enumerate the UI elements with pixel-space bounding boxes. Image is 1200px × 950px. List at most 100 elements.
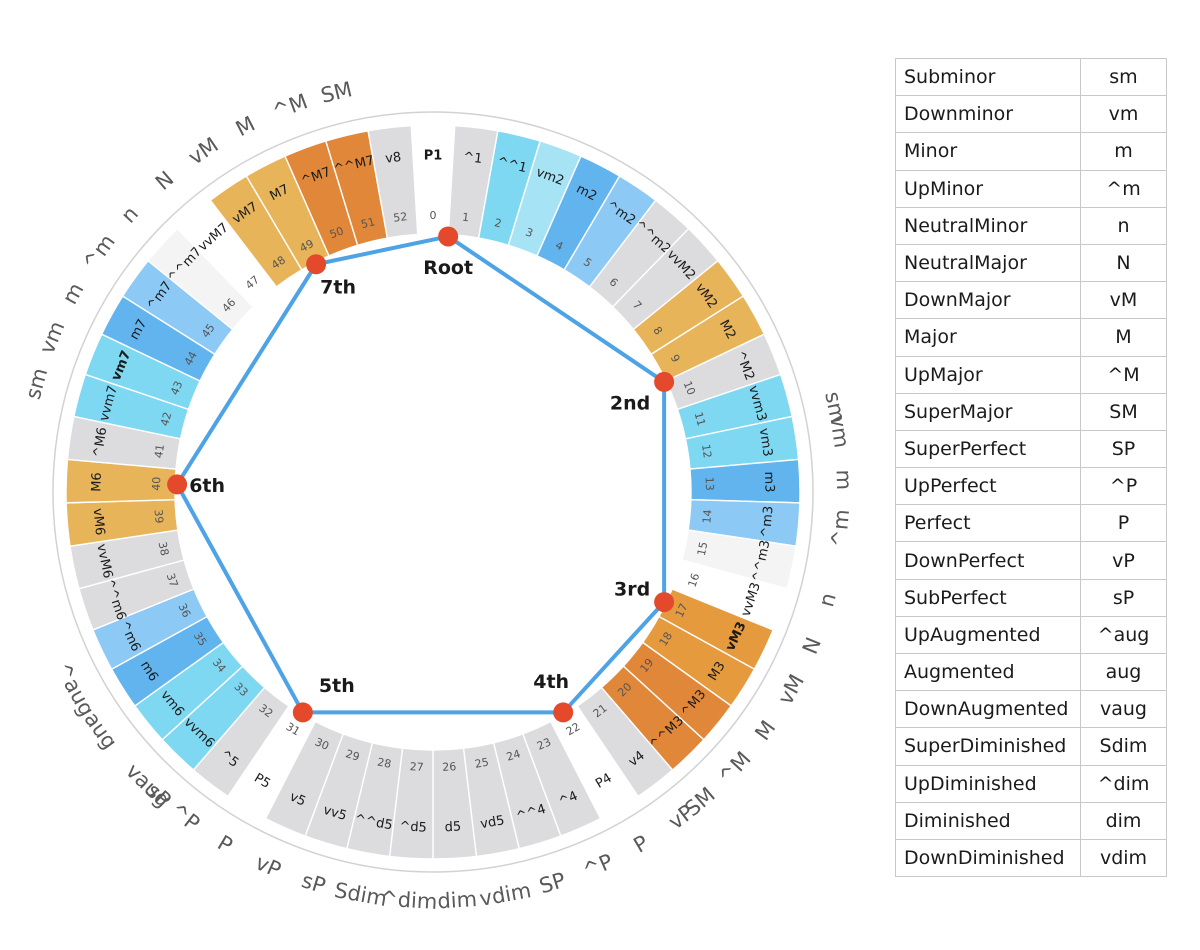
segment-number: 14 bbox=[700, 509, 714, 524]
legend-name: Augmented bbox=[895, 652, 1081, 692]
legend-name: SuperMajor bbox=[895, 392, 1081, 431]
segment-number: 16 bbox=[686, 572, 703, 589]
segment-number: 43 bbox=[168, 379, 185, 397]
segment-label: m3 bbox=[761, 471, 777, 492]
legend-abbr: P bbox=[1080, 504, 1167, 543]
legend-row: UpPerfect^P bbox=[895, 467, 1167, 506]
segment-label: ^d5 bbox=[399, 819, 427, 836]
outer-category-label: Sdim bbox=[332, 878, 388, 911]
outer-category-label: ^m bbox=[78, 230, 120, 275]
segment-number: 40 bbox=[150, 477, 163, 491]
segment-label: P4 bbox=[593, 771, 615, 792]
legend-name: SuperPerfect bbox=[895, 429, 1081, 469]
legend-name: UpAugmented bbox=[895, 615, 1081, 655]
legend-abbr: aug bbox=[1080, 652, 1167, 692]
segment-number: 51 bbox=[360, 215, 377, 231]
segment-number: 12 bbox=[699, 443, 714, 459]
legend-abbr: vm bbox=[1080, 95, 1167, 134]
outer-category-label: M bbox=[232, 112, 259, 142]
segment-number: 42 bbox=[158, 411, 174, 428]
segment-number: 23 bbox=[535, 735, 553, 753]
legend-name: DownMajor bbox=[895, 281, 1081, 320]
chord-node bbox=[438, 226, 459, 247]
legend-name: Subminor bbox=[895, 57, 1081, 97]
chord-node-label: 5th bbox=[319, 675, 355, 697]
segment-number: 37 bbox=[164, 572, 181, 589]
segment-number: 38 bbox=[156, 541, 172, 557]
legend-abbr: M bbox=[1080, 318, 1167, 357]
chord-polygon-line bbox=[175, 234, 667, 715]
segment-number: 11 bbox=[692, 411, 708, 428]
segment-label: v5 bbox=[287, 789, 308, 809]
segment-label: M6 bbox=[89, 472, 105, 492]
legend-row: UpMajor^M bbox=[895, 355, 1167, 394]
legend-abbr: Sdim bbox=[1080, 727, 1167, 766]
outer-category-label: N bbox=[798, 634, 826, 658]
legend-abbr: n bbox=[1080, 206, 1167, 245]
outer-category-label: vM bbox=[184, 133, 223, 170]
segment-label: d5 bbox=[444, 819, 461, 835]
chord-node-label: 2nd bbox=[610, 392, 650, 414]
chord-node-label: 7th bbox=[320, 277, 356, 299]
legend-name: Diminished bbox=[895, 801, 1081, 840]
legend-abbr: SM bbox=[1080, 392, 1167, 431]
segment-label: P1 bbox=[424, 149, 443, 164]
outer-category-label: ^aug bbox=[51, 659, 100, 721]
segment-label: vd5 bbox=[479, 813, 505, 832]
outer-category-label: N bbox=[151, 166, 179, 194]
segment-label: vvM6 bbox=[93, 543, 115, 580]
segment-number: 36 bbox=[175, 601, 193, 619]
segment-number: 15 bbox=[695, 541, 711, 557]
segment-label: ^^d5 bbox=[353, 812, 393, 834]
legend-name: SuperDiminished bbox=[895, 727, 1081, 766]
legend-abbr: sP bbox=[1080, 578, 1167, 617]
chord-node bbox=[167, 474, 188, 495]
outer-category-label: P bbox=[629, 831, 652, 858]
segment-number: 3 bbox=[524, 225, 535, 240]
legend-name: Downminor bbox=[895, 95, 1081, 134]
segment-number: 41 bbox=[152, 443, 167, 459]
legend-abbr: vP bbox=[1080, 541, 1167, 580]
segment-number: 28 bbox=[376, 756, 392, 771]
segment-label: ^^1 bbox=[496, 155, 529, 177]
segment-label: vM6 bbox=[90, 508, 107, 536]
segment-number: 10 bbox=[681, 379, 698, 397]
segment-number: 29 bbox=[344, 747, 361, 764]
chord-node bbox=[654, 371, 675, 392]
outer-category-label: sP bbox=[299, 868, 329, 898]
outer-category-label: ^dim bbox=[380, 887, 439, 914]
segment-number: 48 bbox=[269, 253, 288, 272]
segment-label: v8 bbox=[384, 150, 402, 167]
outer-category-label: n bbox=[116, 202, 143, 228]
outer-category-label: SM bbox=[318, 77, 354, 108]
legend-row: UpAugmented^aug bbox=[895, 615, 1167, 655]
legend-name: NeutralMajor bbox=[895, 243, 1081, 283]
legend-row: UpDiminished^dim bbox=[895, 764, 1167, 803]
outer-category-label: vm bbox=[825, 413, 854, 449]
legend-abbr: sm bbox=[1080, 57, 1167, 97]
legend-name: Major bbox=[895, 318, 1081, 357]
legend-abbr: vdim bbox=[1080, 838, 1167, 878]
segment-number: 1 bbox=[461, 211, 469, 225]
outer-category-label: dim bbox=[437, 887, 478, 913]
outer-category-label: SP bbox=[537, 868, 569, 899]
outer-category-label: ^m bbox=[827, 508, 854, 548]
legend-row: UpMinor^m bbox=[895, 169, 1167, 208]
legend-name: DownAugmented bbox=[895, 690, 1081, 729]
segment-number: 0 bbox=[430, 209, 437, 222]
legend-abbr: N bbox=[1080, 243, 1167, 283]
segment-number: 17 bbox=[673, 601, 691, 619]
segment-number: 52 bbox=[393, 210, 408, 225]
